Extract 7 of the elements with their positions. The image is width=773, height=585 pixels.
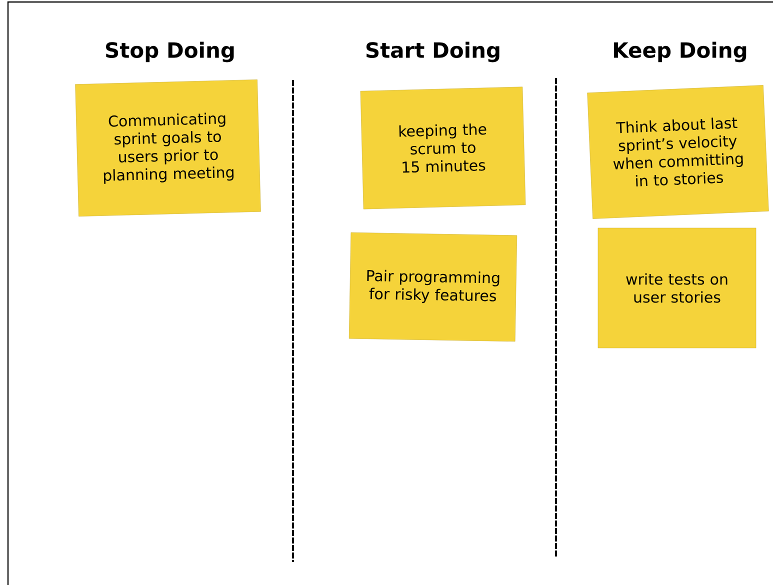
column-heading: Keep Doing	[614, 42, 746, 62]
sticky-note: write tests on user stories	[598, 228, 756, 348]
sticky-note: Think about last sprint’s velocity when committing in to stories	[587, 85, 769, 219]
sticky-note: Pair programming for risky features	[348, 232, 518, 342]
sticky-note: Communicating sprint goals to users prior to planning meeting	[75, 79, 261, 216]
sticky-note: keeping the scrum to 15 minutes	[360, 86, 526, 210]
column-heading: Start Doing	[366, 42, 500, 62]
